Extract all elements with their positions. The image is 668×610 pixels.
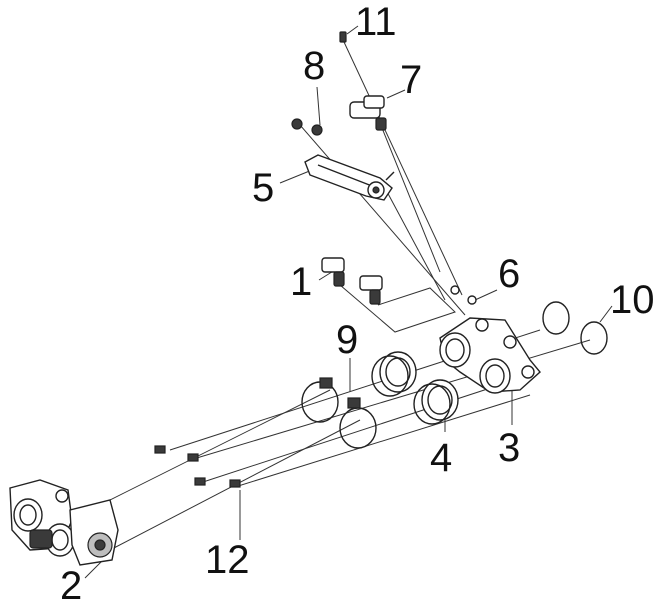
part-9-clamps	[301, 377, 377, 449]
callout-3: 3	[498, 426, 521, 470]
callout-12: 12	[205, 538, 250, 582]
part-5-fuel-rail	[304, 154, 395, 201]
callout-2: 2	[60, 564, 83, 608]
part-12-bolts	[154, 445, 241, 488]
callout-5: 5	[252, 166, 275, 210]
part-4-boots	[371, 351, 459, 425]
part-3-manifold	[439, 317, 541, 394]
callout-7: 7	[400, 58, 423, 102]
part-7-sensor	[349, 95, 387, 131]
part-1-injectors	[321, 257, 383, 305]
part-11-screw	[339, 31, 347, 43]
part-6-washers	[450, 285, 477, 305]
callout-1: 1	[290, 260, 313, 304]
callout-8: 8	[303, 44, 326, 88]
callout-4: 4	[430, 436, 453, 480]
part-10-o-rings	[542, 301, 608, 355]
part-8-bolts	[291, 118, 323, 136]
callout-10: 10	[610, 278, 655, 322]
guide-lines	[69, 41, 591, 551]
leader-lines	[84, 25, 613, 579]
callout-11: 11	[355, 0, 397, 44]
part-2-throttle-body	[9, 479, 119, 566]
callout-6: 6	[498, 252, 521, 296]
callout-9: 9	[336, 318, 359, 362]
